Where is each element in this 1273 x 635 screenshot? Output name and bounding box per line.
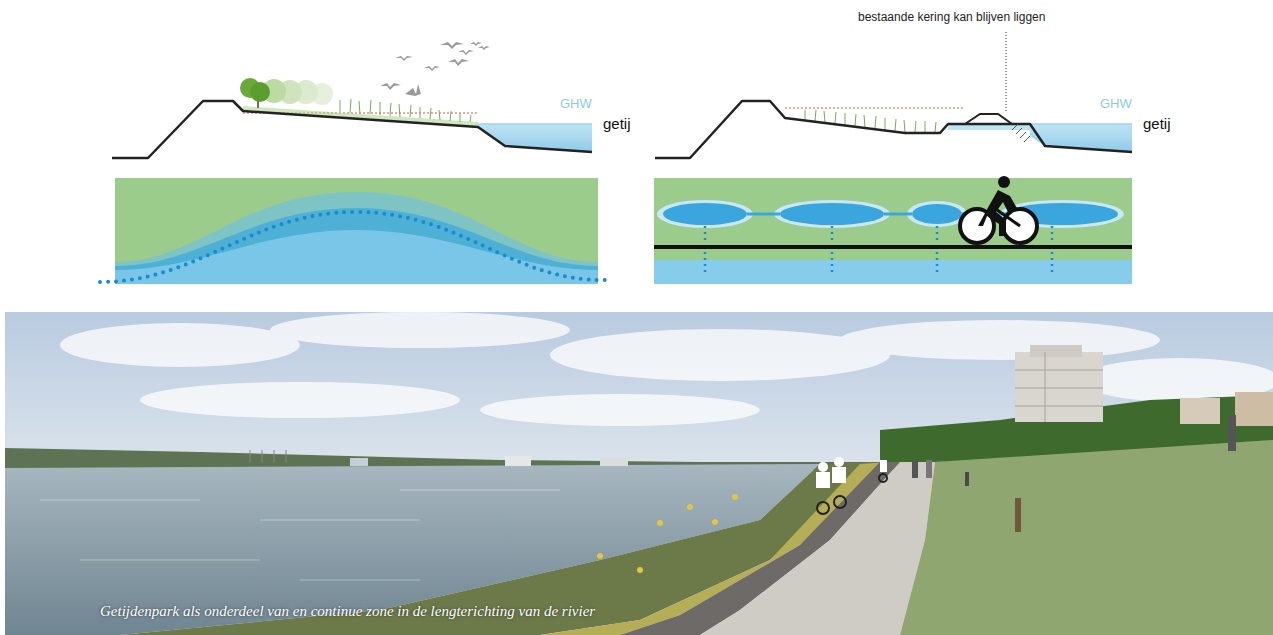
cyclist-icon bbox=[960, 176, 1037, 243]
water-level-label: GHW bbox=[560, 97, 592, 111]
cross-section-right bbox=[655, 32, 1132, 158]
annotation-note: bestaande kering kan blijven liggen bbox=[858, 11, 1045, 24]
water-level-label: GHW bbox=[1100, 97, 1132, 111]
cross-section-left bbox=[112, 42, 592, 158]
photo-scene bbox=[5, 312, 1273, 635]
photo-caption: Getijdenpark als onderdeel van en contin… bbox=[100, 603, 595, 620]
plan-view-right bbox=[654, 176, 1132, 284]
tide-label: getij bbox=[603, 116, 631, 133]
tide-label: getij bbox=[1143, 116, 1171, 133]
plan-view-left bbox=[100, 178, 605, 284]
